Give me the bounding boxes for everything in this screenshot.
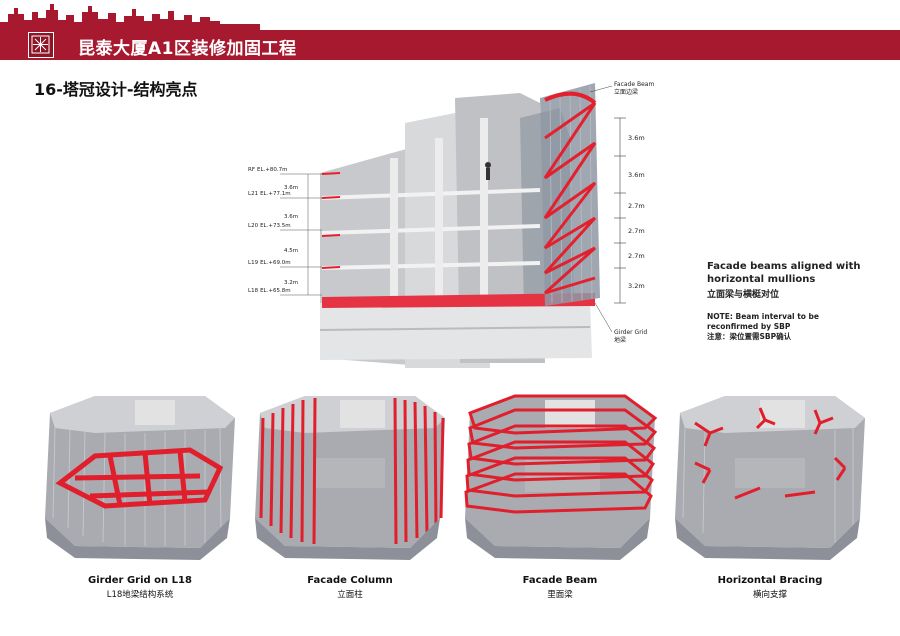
note-title-line1: Facade beams aligned with (707, 261, 861, 272)
header-banner: 昆泰大厦A1区装修加固工程 (0, 30, 900, 60)
girder-grid-label-cn: 地梁 (614, 336, 626, 344)
right-interval-0: 3.6m (628, 134, 645, 142)
girder-grid-label-en: Girder Grid (614, 329, 647, 336)
left-interval-3: 3.2m (284, 280, 298, 286)
note-line2: reconfirmed by SBP (707, 322, 791, 331)
panel-caption-horizontal-bracing: Horizontal Bracing 横向支撑 (717, 575, 823, 600)
note-title-line2: horizontal mullions (707, 274, 816, 285)
page-heading: 16-塔冠设计-结构亮点 (34, 80, 198, 99)
design-notes: Facade beams aligned with horizontal mul… (707, 260, 887, 342)
project-title: 昆泰大厦A1区装修加固工程 (78, 39, 297, 59)
panel-horizontal-bracing (675, 396, 865, 560)
left-elevation-markers (280, 173, 322, 296)
panel-facade-beam (464, 394, 658, 560)
right-interval-1: 3.6m (628, 171, 645, 179)
left-interval-0: 3.6m (284, 185, 298, 191)
note-title-cn: 立面梁与横梃对位 (707, 290, 780, 300)
right-interval-5: 3.2m (628, 282, 645, 290)
panel-caption-facade-column: Facade Column 立面柱 (307, 575, 393, 600)
right-interval-4: 2.7m (628, 252, 645, 260)
panel-caption-girder-grid: Girder Grid on L18 L18地梁结构系统 (88, 575, 192, 600)
left-interval-1: 3.6m (284, 214, 298, 220)
note-line1: NOTE: Beam interval to be (707, 312, 820, 321)
panel-facade-column (255, 396, 445, 560)
note-cn: 注意：梁位置需SBP确认 (707, 332, 792, 341)
seal-logo-icon (28, 32, 54, 58)
facade-beam-label-cn: 立面边梁 (614, 88, 638, 96)
right-interval-3: 2.7m (628, 227, 645, 235)
panel-caption-facade-beam: Facade Beam 里面梁 (522, 575, 598, 600)
right-interval-2: 2.7m (628, 202, 645, 210)
skyline-silhouette (0, 4, 260, 30)
facade-beam-label-en: Facade Beam (614, 81, 654, 88)
left-interval-2: 4.5m (284, 248, 298, 254)
panel-girder-grid (45, 396, 235, 560)
section-model (319, 83, 600, 368)
